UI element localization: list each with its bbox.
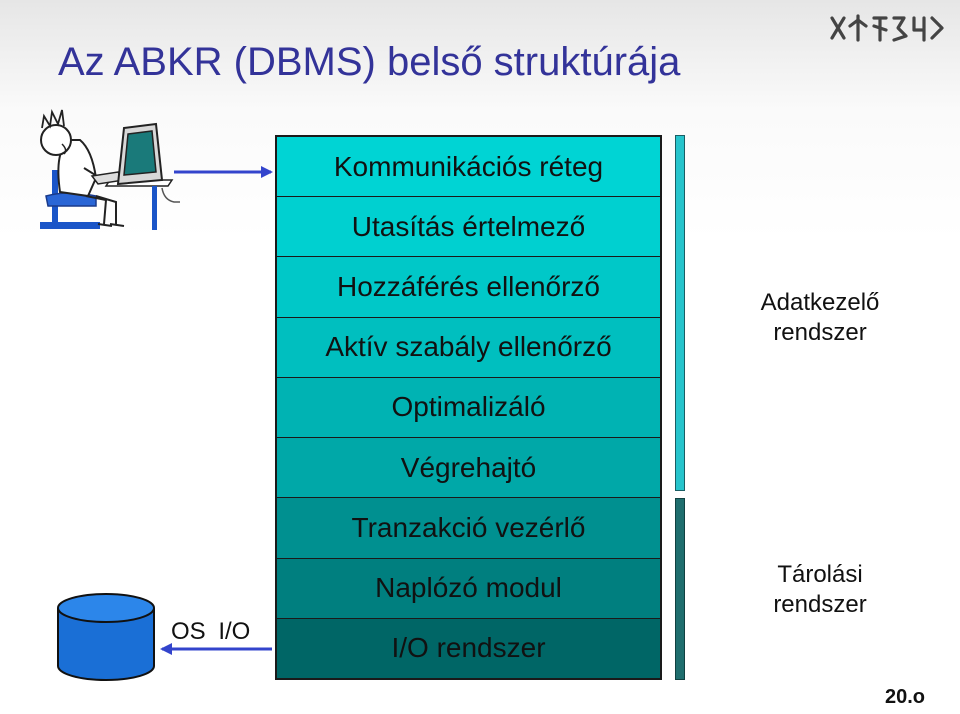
layer-logging-module: Naplózó modul bbox=[277, 558, 660, 619]
data-handler-bracket bbox=[675, 135, 685, 491]
page-title: Az ABKR (DBMS) belső struktúrája bbox=[58, 40, 681, 84]
layer-access-control: Hozzáférés ellenőrző bbox=[277, 257, 660, 318]
page-number: 20.o bbox=[885, 686, 926, 708]
layer-active-rule-checker: Aktív szabály ellenőrző bbox=[277, 317, 660, 378]
layer-executor: Végrehajtó bbox=[277, 438, 660, 499]
data-handler-label: Adatkezelő rendszer bbox=[760, 289, 880, 346]
runic-logo-icon bbox=[830, 14, 944, 42]
os-io-label: OS I/O bbox=[171, 618, 251, 645]
layer-transaction-manager: Tranzakció vezérlő bbox=[277, 498, 660, 559]
storage-system-bracket bbox=[675, 498, 685, 680]
layer-io-system: I/O rendszer bbox=[277, 618, 660, 678]
layer-optimizer: Optimalizáló bbox=[277, 377, 660, 439]
storage-system-label: Tárolási rendszer bbox=[773, 561, 867, 618]
user-at-computer-icon bbox=[40, 109, 180, 230]
layer-command-interpreter: Utasítás értelmező bbox=[277, 197, 660, 258]
layer-communication: Kommunikációs réteg bbox=[277, 137, 660, 198]
dbms-layer-stack: Kommunikációs réteg Utasítás értelmező H… bbox=[275, 135, 662, 680]
database-icon bbox=[57, 593, 155, 681]
